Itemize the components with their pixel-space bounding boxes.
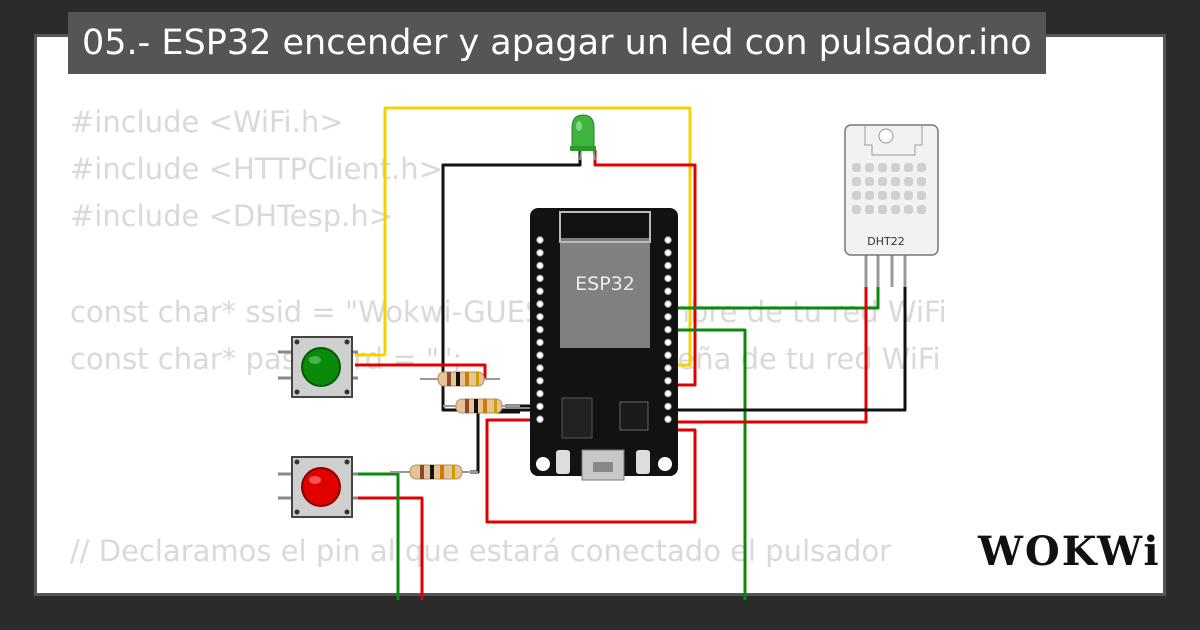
wire-yellow (383, 106, 692, 367)
sensor-vent (891, 205, 900, 214)
board-pin (664, 261, 672, 270)
sensor-vent (904, 191, 913, 200)
wire-red-button1 (355, 363, 487, 380)
sensor-vent (878, 191, 887, 200)
board-pin (664, 287, 672, 295)
board-label: ESP32 (575, 273, 635, 295)
board-pin (536, 338, 544, 347)
sensor-vent (865, 177, 874, 186)
board-pin (664, 364, 672, 372)
board-pin (664, 389, 672, 398)
board-pin (536, 364, 544, 372)
sensor-vent (852, 163, 861, 172)
board-pin (536, 389, 544, 398)
sensor-vent (891, 163, 900, 172)
resistor-icon (420, 371, 500, 387)
preview-card: #include <WiFi.h> #include <HTTPClient.h… (34, 34, 1166, 596)
board-pin (664, 415, 672, 423)
sensor-vent (891, 191, 900, 200)
board-pin (664, 313, 672, 321)
led-green-icon[interactable] (570, 114, 596, 161)
sensor-vent (865, 191, 874, 200)
board-pin (536, 274, 544, 283)
sensor-vent (878, 205, 887, 214)
pushbutton-red-icon[interactable] (278, 456, 358, 518)
page-title: 05.- ESP32 encender y apagar un led con … (68, 12, 1046, 74)
board-pin (664, 351, 672, 359)
board-pin (536, 236, 544, 244)
board-pin (536, 261, 544, 270)
sensor-vent (917, 177, 926, 186)
sensor-vent (904, 205, 913, 214)
sensor-vent (878, 177, 887, 186)
wire-red-sensor (670, 285, 868, 424)
sensor-label: DHT22 (867, 235, 904, 248)
esp32-board-icon[interactable]: ESP32 (530, 208, 678, 481)
board-pin (664, 325, 672, 334)
sensor-vent (904, 163, 913, 172)
sensor-vent (878, 163, 887, 172)
code-line-1: #include <WiFi.h> (70, 105, 344, 139)
board-pin (664, 338, 672, 347)
board-pin (536, 377, 544, 385)
sensor-vent (852, 205, 861, 214)
board-pin (536, 415, 544, 423)
code-line-10: // Declaramos el pin al que estará conec… (70, 534, 892, 568)
board-pin (536, 249, 544, 257)
board-pin (536, 402, 544, 411)
sensor-vent (917, 205, 926, 214)
resistor-icon-2 (443, 398, 520, 414)
board-pin (536, 300, 544, 308)
sensor-vent (865, 163, 874, 172)
wire-black-sensor (670, 285, 907, 412)
pushbutton-green-icon[interactable] (278, 336, 358, 398)
sensor-vent (852, 191, 861, 200)
wire-red-loop (485, 418, 697, 524)
code-line-2: #include <HTTPClient.h> (70, 152, 443, 186)
resistor-icon-3 (390, 464, 478, 480)
sensor-vent (917, 163, 926, 172)
sensor-vent (904, 177, 913, 186)
board-pin (536, 325, 544, 334)
board-pin (536, 351, 544, 359)
board-pin (664, 377, 672, 385)
wire-red-button2 (355, 496, 424, 600)
board-pin (536, 313, 544, 321)
sensor-vent (891, 177, 900, 186)
wire-green-bottom (670, 328, 747, 600)
sensor-vent (917, 191, 926, 200)
board-pin (664, 249, 672, 257)
dht22-sensor-icon[interactable]: DHT22 (844, 124, 939, 287)
board-pin (664, 236, 672, 244)
sensor-vent (852, 177, 861, 186)
board-pin (664, 300, 672, 308)
wokwi-logo: WOKWi (978, 528, 1161, 575)
board-pin (664, 402, 672, 411)
board-pin (536, 287, 544, 295)
wire-green-button2 (355, 472, 400, 600)
code-line-3: #include <DHTesp.h> (70, 199, 394, 233)
board-pin (664, 274, 672, 283)
sensor-vent (865, 205, 874, 214)
wire-green-sensor (670, 285, 880, 310)
